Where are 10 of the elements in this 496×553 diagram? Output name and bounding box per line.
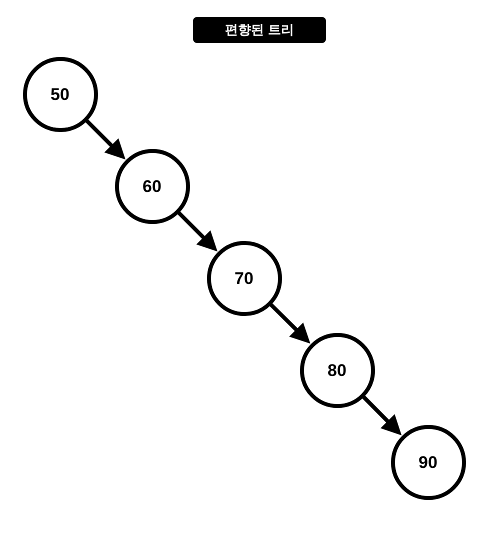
- node-value: 60: [142, 178, 162, 194]
- arrow: [85, 119, 126, 160]
- node-value: 90: [418, 454, 438, 470]
- arrow: [362, 395, 402, 436]
- title-label: 편향된 트리: [193, 17, 326, 43]
- node-value: 80: [328, 362, 346, 378]
- arrow: [177, 211, 218, 252]
- arrow: [269, 302, 310, 344]
- node-value: 50: [50, 86, 70, 102]
- node-value: 70: [234, 270, 254, 286]
